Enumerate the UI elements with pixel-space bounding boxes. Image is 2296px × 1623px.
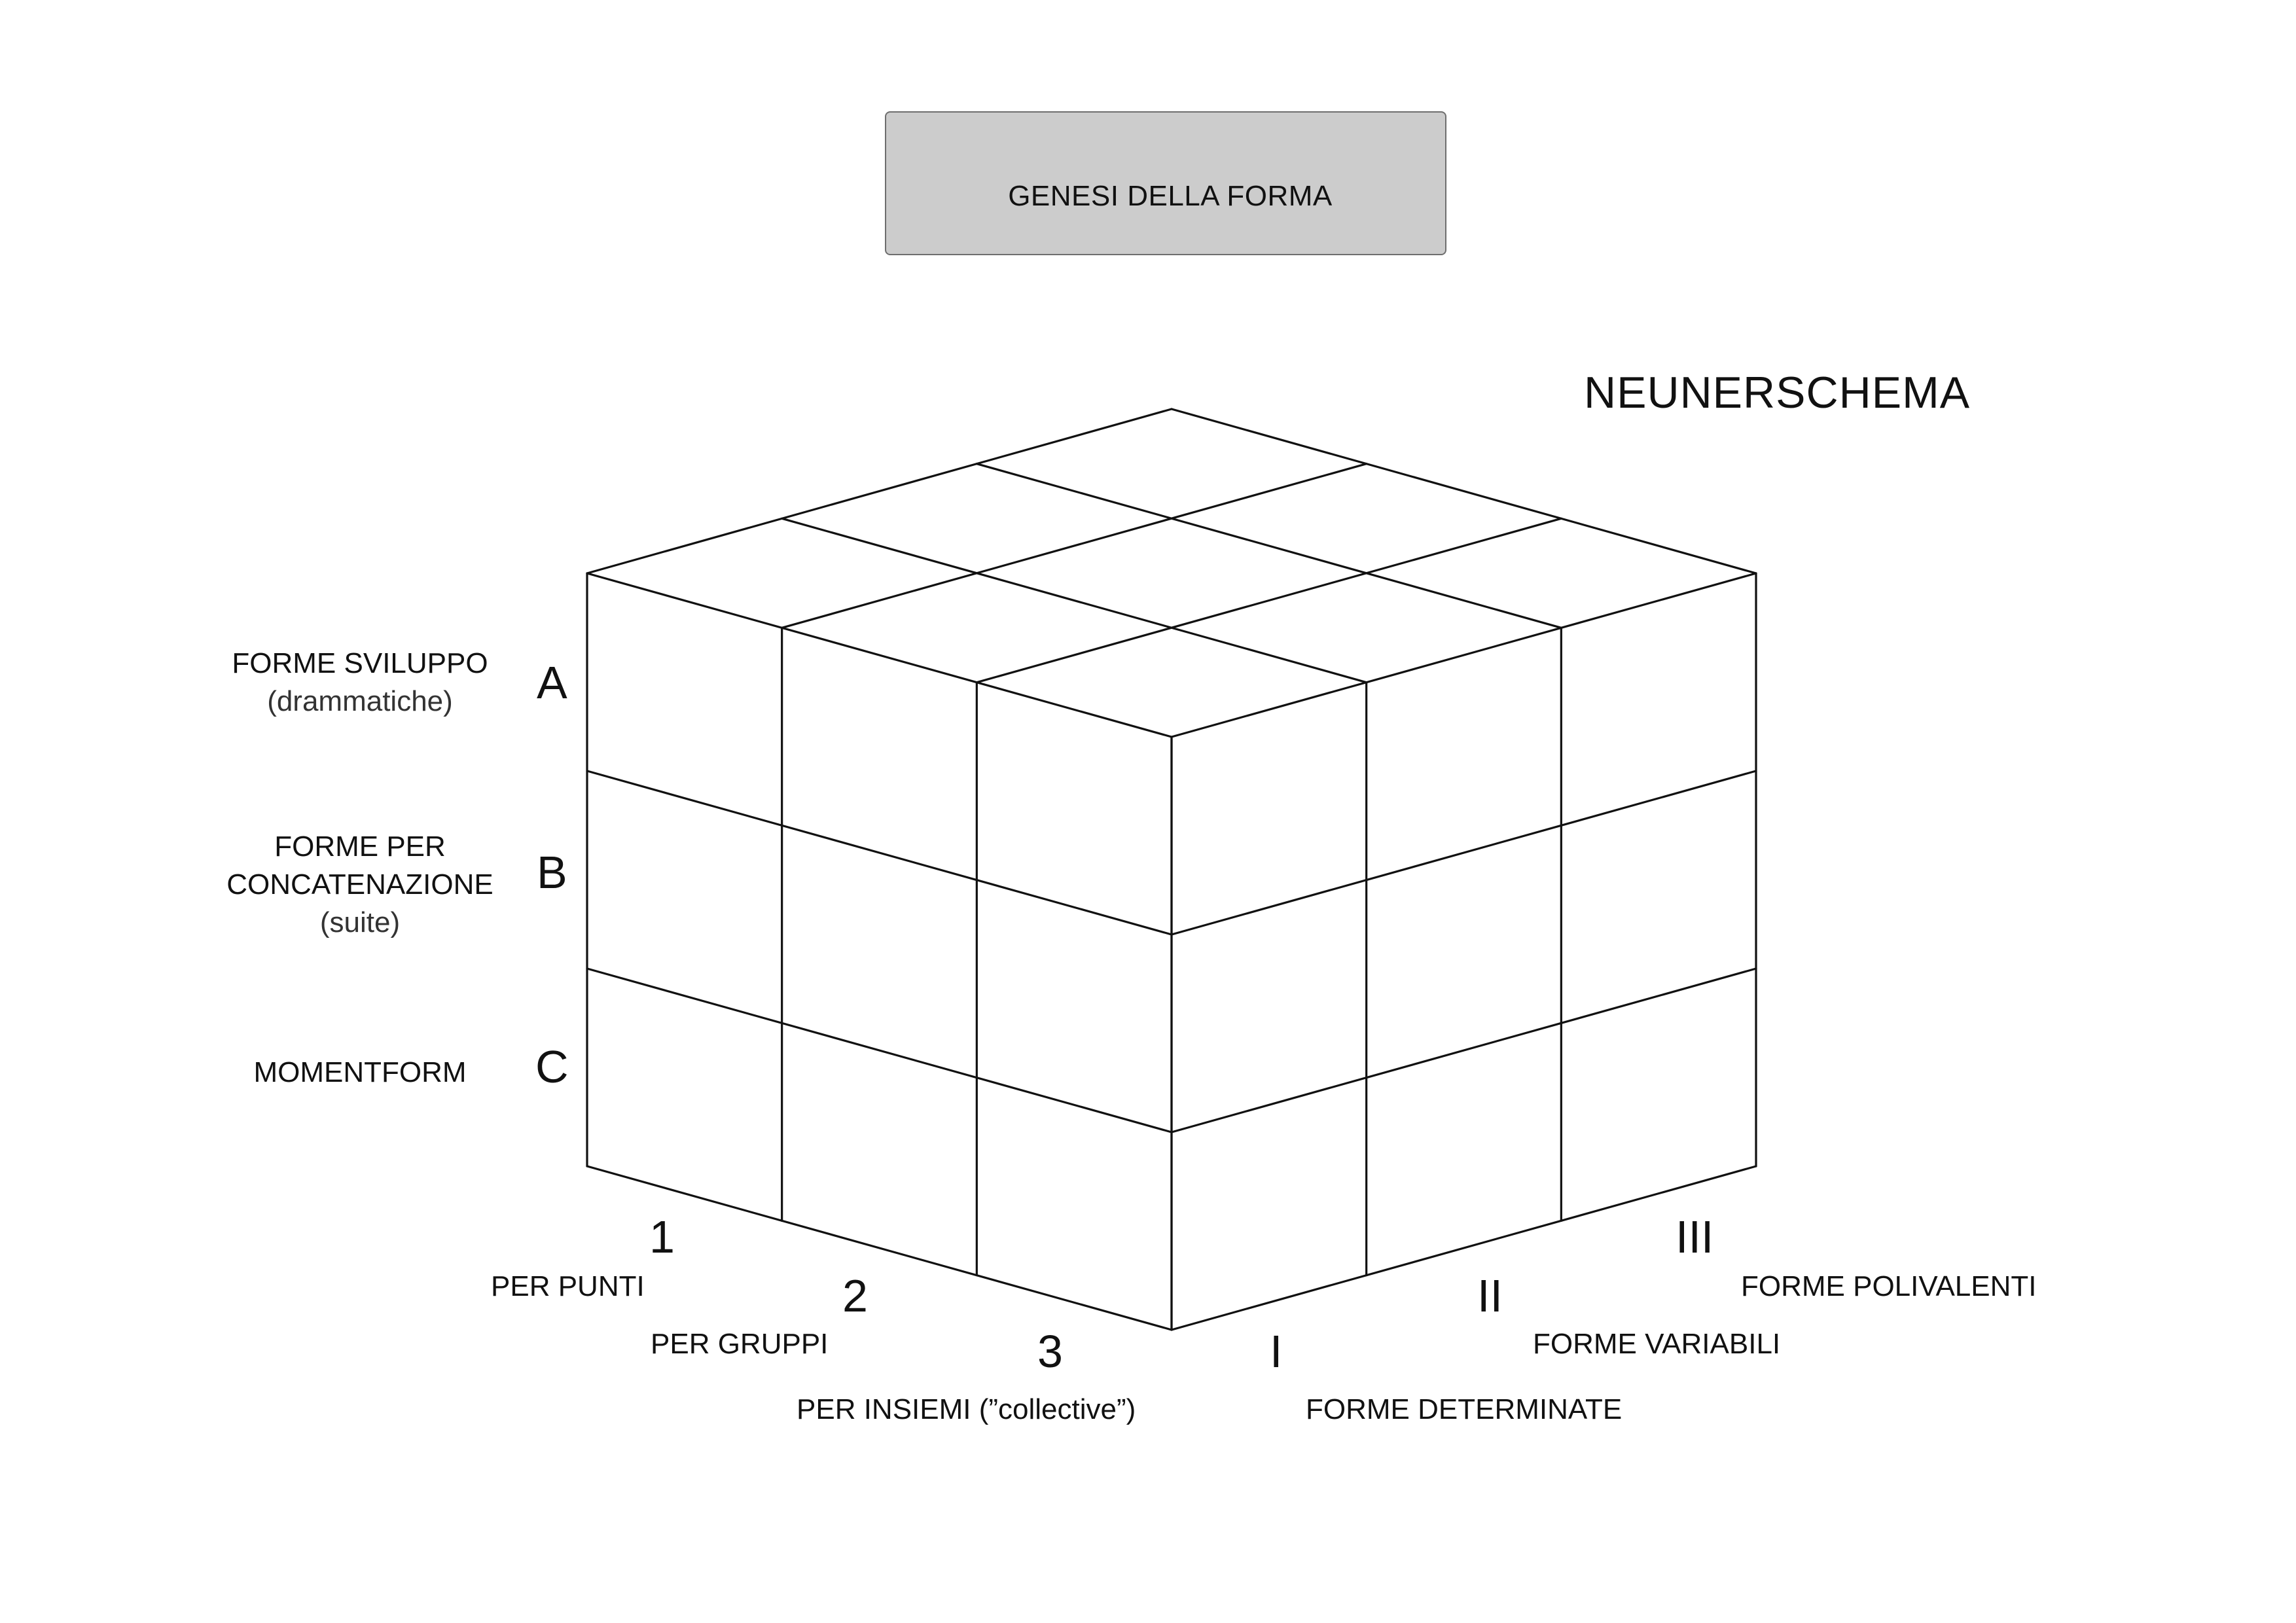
left-face-row-line bbox=[586, 770, 1173, 936]
right-face-row-line bbox=[1170, 1165, 1757, 1331]
top-grid-line bbox=[781, 463, 1368, 629]
diagram-heading: NEUNERSCHEMA bbox=[1584, 368, 1971, 418]
top-grid-line bbox=[1170, 572, 1757, 738]
top-grid-line bbox=[1170, 408, 1757, 575]
right-axis-numeral-1: I bbox=[1270, 1326, 1283, 1377]
right-axis-label-1: FORME DETERMINATE bbox=[1306, 1393, 1623, 1425]
title-box: GENESI DELLA FORMA bbox=[885, 111, 1446, 255]
right-axis-label-2: FORME VARIABILI bbox=[1533, 1328, 1781, 1360]
row-b-label-line-2: CONCATENAZIONE bbox=[226, 868, 493, 901]
row-a-label-line-1: FORME SVILUPPO bbox=[232, 647, 488, 679]
left-face-row-line bbox=[586, 967, 1173, 1133]
left-face-row-line bbox=[586, 1165, 1173, 1331]
left-axis-number-3: 3 bbox=[1037, 1326, 1063, 1377]
left-axis-label-2: PER GRUPPI bbox=[651, 1328, 829, 1360]
left-axis-number-2: 2 bbox=[842, 1270, 868, 1321]
right-face-row-line bbox=[1170, 967, 1757, 1133]
top-grid-line bbox=[781, 517, 1368, 684]
row-b-letter: B bbox=[537, 847, 567, 898]
row-b-label-line-1: FORME PER bbox=[274, 830, 446, 863]
left-axis-number-1: 1 bbox=[649, 1211, 675, 1262]
left-axis-label-1: PER PUNTI bbox=[491, 1270, 645, 1302]
row-a-letter: A bbox=[537, 657, 567, 708]
row-c-letter: C bbox=[535, 1041, 569, 1092]
top-grid-line bbox=[975, 463, 1562, 629]
right-axis-numeral-3: III bbox=[1676, 1211, 1714, 1262]
right-axis-numeral-2: II bbox=[1477, 1270, 1503, 1321]
top-grid-line bbox=[975, 517, 1562, 684]
row-b-label-line-3: (suite) bbox=[319, 906, 401, 938]
right-axis-label-3: FORME POLIVALENTI bbox=[1741, 1270, 2037, 1302]
left-axis-label-3: PER INSIEMI (”collective”) bbox=[797, 1393, 1136, 1425]
row-a-label-line-2: (drammatiche) bbox=[267, 685, 453, 717]
row-c-label-line-1: MOMENTFORM bbox=[253, 1056, 467, 1088]
right-face-row-line bbox=[1170, 770, 1757, 936]
top-grid-line bbox=[586, 408, 1173, 575]
title-box-label: GENESI DELLA FORMA bbox=[1008, 180, 1333, 212]
top-grid-line bbox=[586, 572, 1173, 738]
